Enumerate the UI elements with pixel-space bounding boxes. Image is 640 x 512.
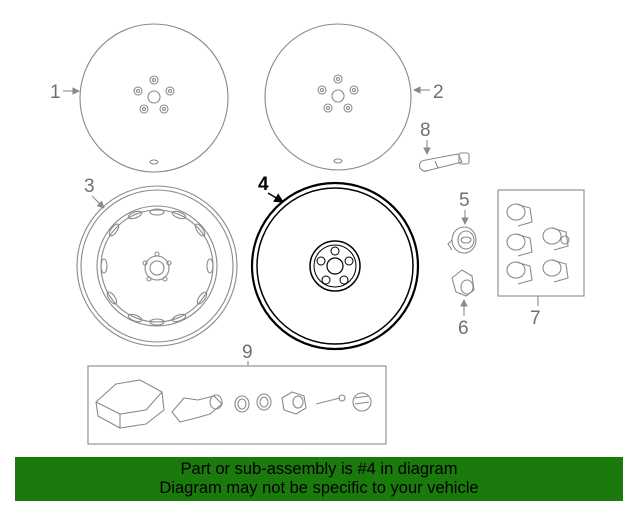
callout-9: 9 xyxy=(242,342,253,363)
callout-2: 2 xyxy=(433,82,444,103)
notice-line-1: Part or sub-assembly is #4 in diagram xyxy=(180,460,458,478)
callout-6: 6 xyxy=(458,318,469,339)
part-5-center-cap[interactable] xyxy=(447,226,477,254)
part-8-valve-stem[interactable] xyxy=(419,152,470,172)
callout-3-arrow xyxy=(91,195,105,209)
callout-3: 3 xyxy=(84,176,95,197)
part-4-spare-wheel[interactable] xyxy=(250,181,420,351)
callout-5: 5 xyxy=(459,190,470,211)
parts-diagram: 1 2 3 xyxy=(50,23,585,445)
callout-8: 8 xyxy=(420,120,431,141)
part-1-wheel-cover[interactable] xyxy=(79,23,229,173)
part-6-lug-nut[interactable] xyxy=(451,269,475,297)
notice-banner: Part or sub-assembly is #4 in diagram Di… xyxy=(15,457,623,501)
callout-4-arrow xyxy=(267,192,285,203)
notice-line-2: Diagram may not be specific to your vehi… xyxy=(159,479,479,497)
part-3-steel-wheel[interactable] xyxy=(76,185,238,347)
callout-1: 1 xyxy=(50,82,61,103)
part-7-wheel-lock-kit[interactable] xyxy=(497,189,585,297)
callout-7: 7 xyxy=(530,308,541,329)
part-9-tpms-sensor-kit[interactable] xyxy=(87,365,387,445)
part-2-wheel-cover[interactable] xyxy=(264,23,412,171)
callout-4: 4 xyxy=(258,174,269,195)
